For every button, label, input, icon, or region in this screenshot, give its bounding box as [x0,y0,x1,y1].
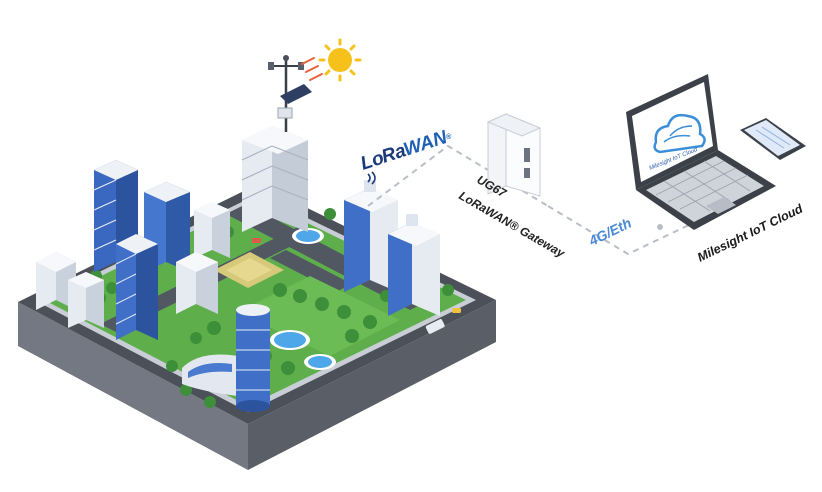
tree [106,282,118,294]
ponds [270,228,336,370]
car [452,308,461,313]
building-curved-front [182,354,238,396]
lorawan-logo: Lo Ra WAN ® [358,127,452,185]
gateway-device-icon [486,113,542,197]
tree [324,208,336,220]
tree [281,361,295,375]
tree [345,329,359,343]
laptop-touchpad [706,197,736,214]
building-white-left [36,252,104,328]
tree [273,283,287,297]
laptop-keys [655,160,751,212]
tree [363,315,377,329]
tree [166,360,178,372]
lorawan-logo-wan: WAN [401,127,451,161]
building-twin-tower-front [388,214,440,316]
building-glass-tower-front [115,234,158,340]
pond-water [274,332,306,348]
laptop-screen [632,82,713,182]
sun-icon [301,38,362,82]
vehicles [252,238,461,334]
building-white-small [194,202,230,258]
laptop-keyboard [646,156,764,222]
car [252,238,261,243]
lorawan-logo-registered: ® [446,133,452,141]
city-base-left-side [18,302,248,470]
building-white-mid [176,252,218,314]
tree [315,297,329,311]
signal-waves-icon [367,171,376,185]
smartphone-icon [740,118,806,160]
pond-water [296,230,320,242]
tree [337,305,351,319]
link-gateway-to-cloud [547,205,713,256]
road-diagonal [270,250,352,292]
building-white-tower-center [241,126,309,232]
link-node-dot [657,224,663,230]
tree [207,321,221,335]
weather-station-icon [268,55,312,132]
tree [204,396,216,408]
building-cylinder-tower [236,304,270,412]
city-base-right-side [248,300,496,470]
tree [180,384,192,396]
tree [190,332,202,344]
link-label: 4G/Eth [585,215,633,250]
tree [442,284,454,296]
pond-water [308,356,332,368]
plaza-inner [226,258,272,282]
truck [425,319,445,334]
gateway-name: LoRaWAN® Gateway [457,188,569,261]
tree [293,289,307,303]
cloud-logo-icon [653,113,706,154]
laptop-icon [626,74,776,230]
